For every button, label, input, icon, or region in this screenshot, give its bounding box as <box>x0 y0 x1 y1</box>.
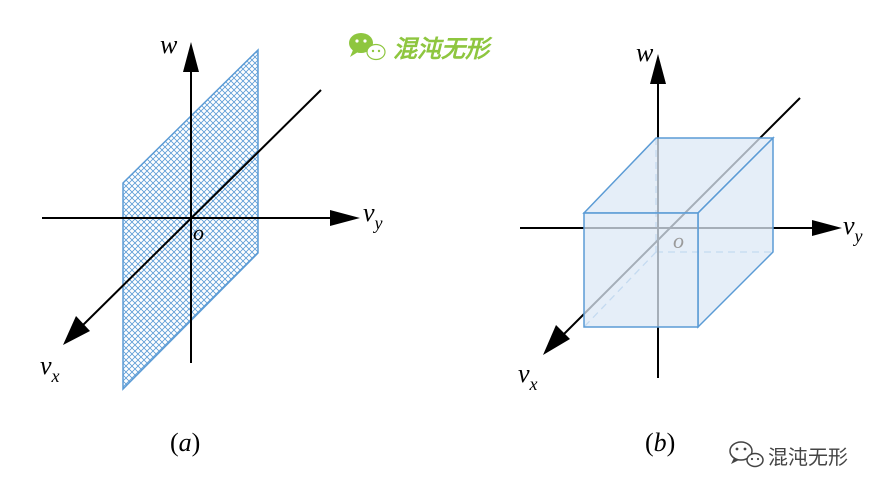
vy-axis-label: vy <box>843 211 863 246</box>
vy-axis <box>42 210 360 226</box>
w-axis-label: w <box>160 30 178 59</box>
panel-b: w vy vx o (b) <box>518 38 863 457</box>
box-front-face <box>583 212 699 328</box>
wechat-icon <box>729 441 764 468</box>
origin-label: o <box>673 228 684 253</box>
watermark-top-text: 混沌无形 <box>393 35 493 63</box>
vx-axis <box>63 89 322 345</box>
translucent-box <box>582 136 775 329</box>
w-axis <box>183 42 199 363</box>
vx-axis-label: vx <box>40 351 60 386</box>
w-axis-label: w <box>636 38 654 67</box>
watermark-bottom-text: 混沌无形 <box>768 445 848 469</box>
vy-axis-label: vy <box>363 198 383 233</box>
vx-axis-label: vx <box>518 359 538 394</box>
caption-b: (b) <box>645 428 675 457</box>
wechat-icon <box>349 33 386 61</box>
watermark-top: 混沌无形 <box>349 33 493 63</box>
panel-a: w vy vx o (a) <box>40 30 383 457</box>
origin-label: o <box>193 220 204 245</box>
caption-a: (a) <box>170 428 200 457</box>
watermark-bottom: 混沌无形 <box>729 441 848 469</box>
